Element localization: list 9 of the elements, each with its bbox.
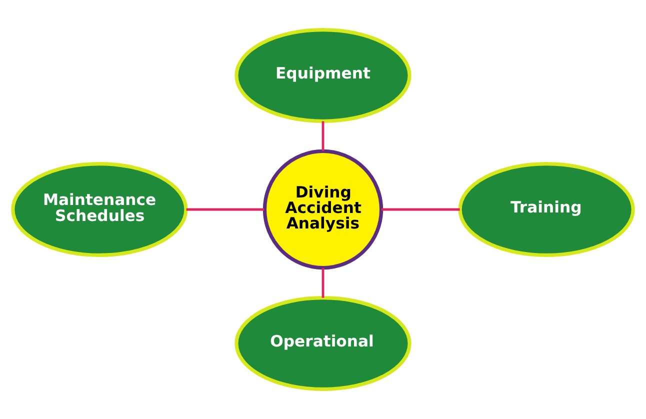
connector <box>322 121 324 151</box>
connector <box>186 208 264 211</box>
node-circle: Diving Accident Analysis <box>262 149 384 270</box>
connector <box>322 268 324 298</box>
node-ellipse: Maintenance Schedules <box>11 162 188 257</box>
connector <box>382 208 460 211</box>
node-ellipse: Operational <box>234 296 412 391</box>
node-ellipse: Training <box>458 162 635 257</box>
node-ellipse: Equipment <box>234 28 412 123</box>
